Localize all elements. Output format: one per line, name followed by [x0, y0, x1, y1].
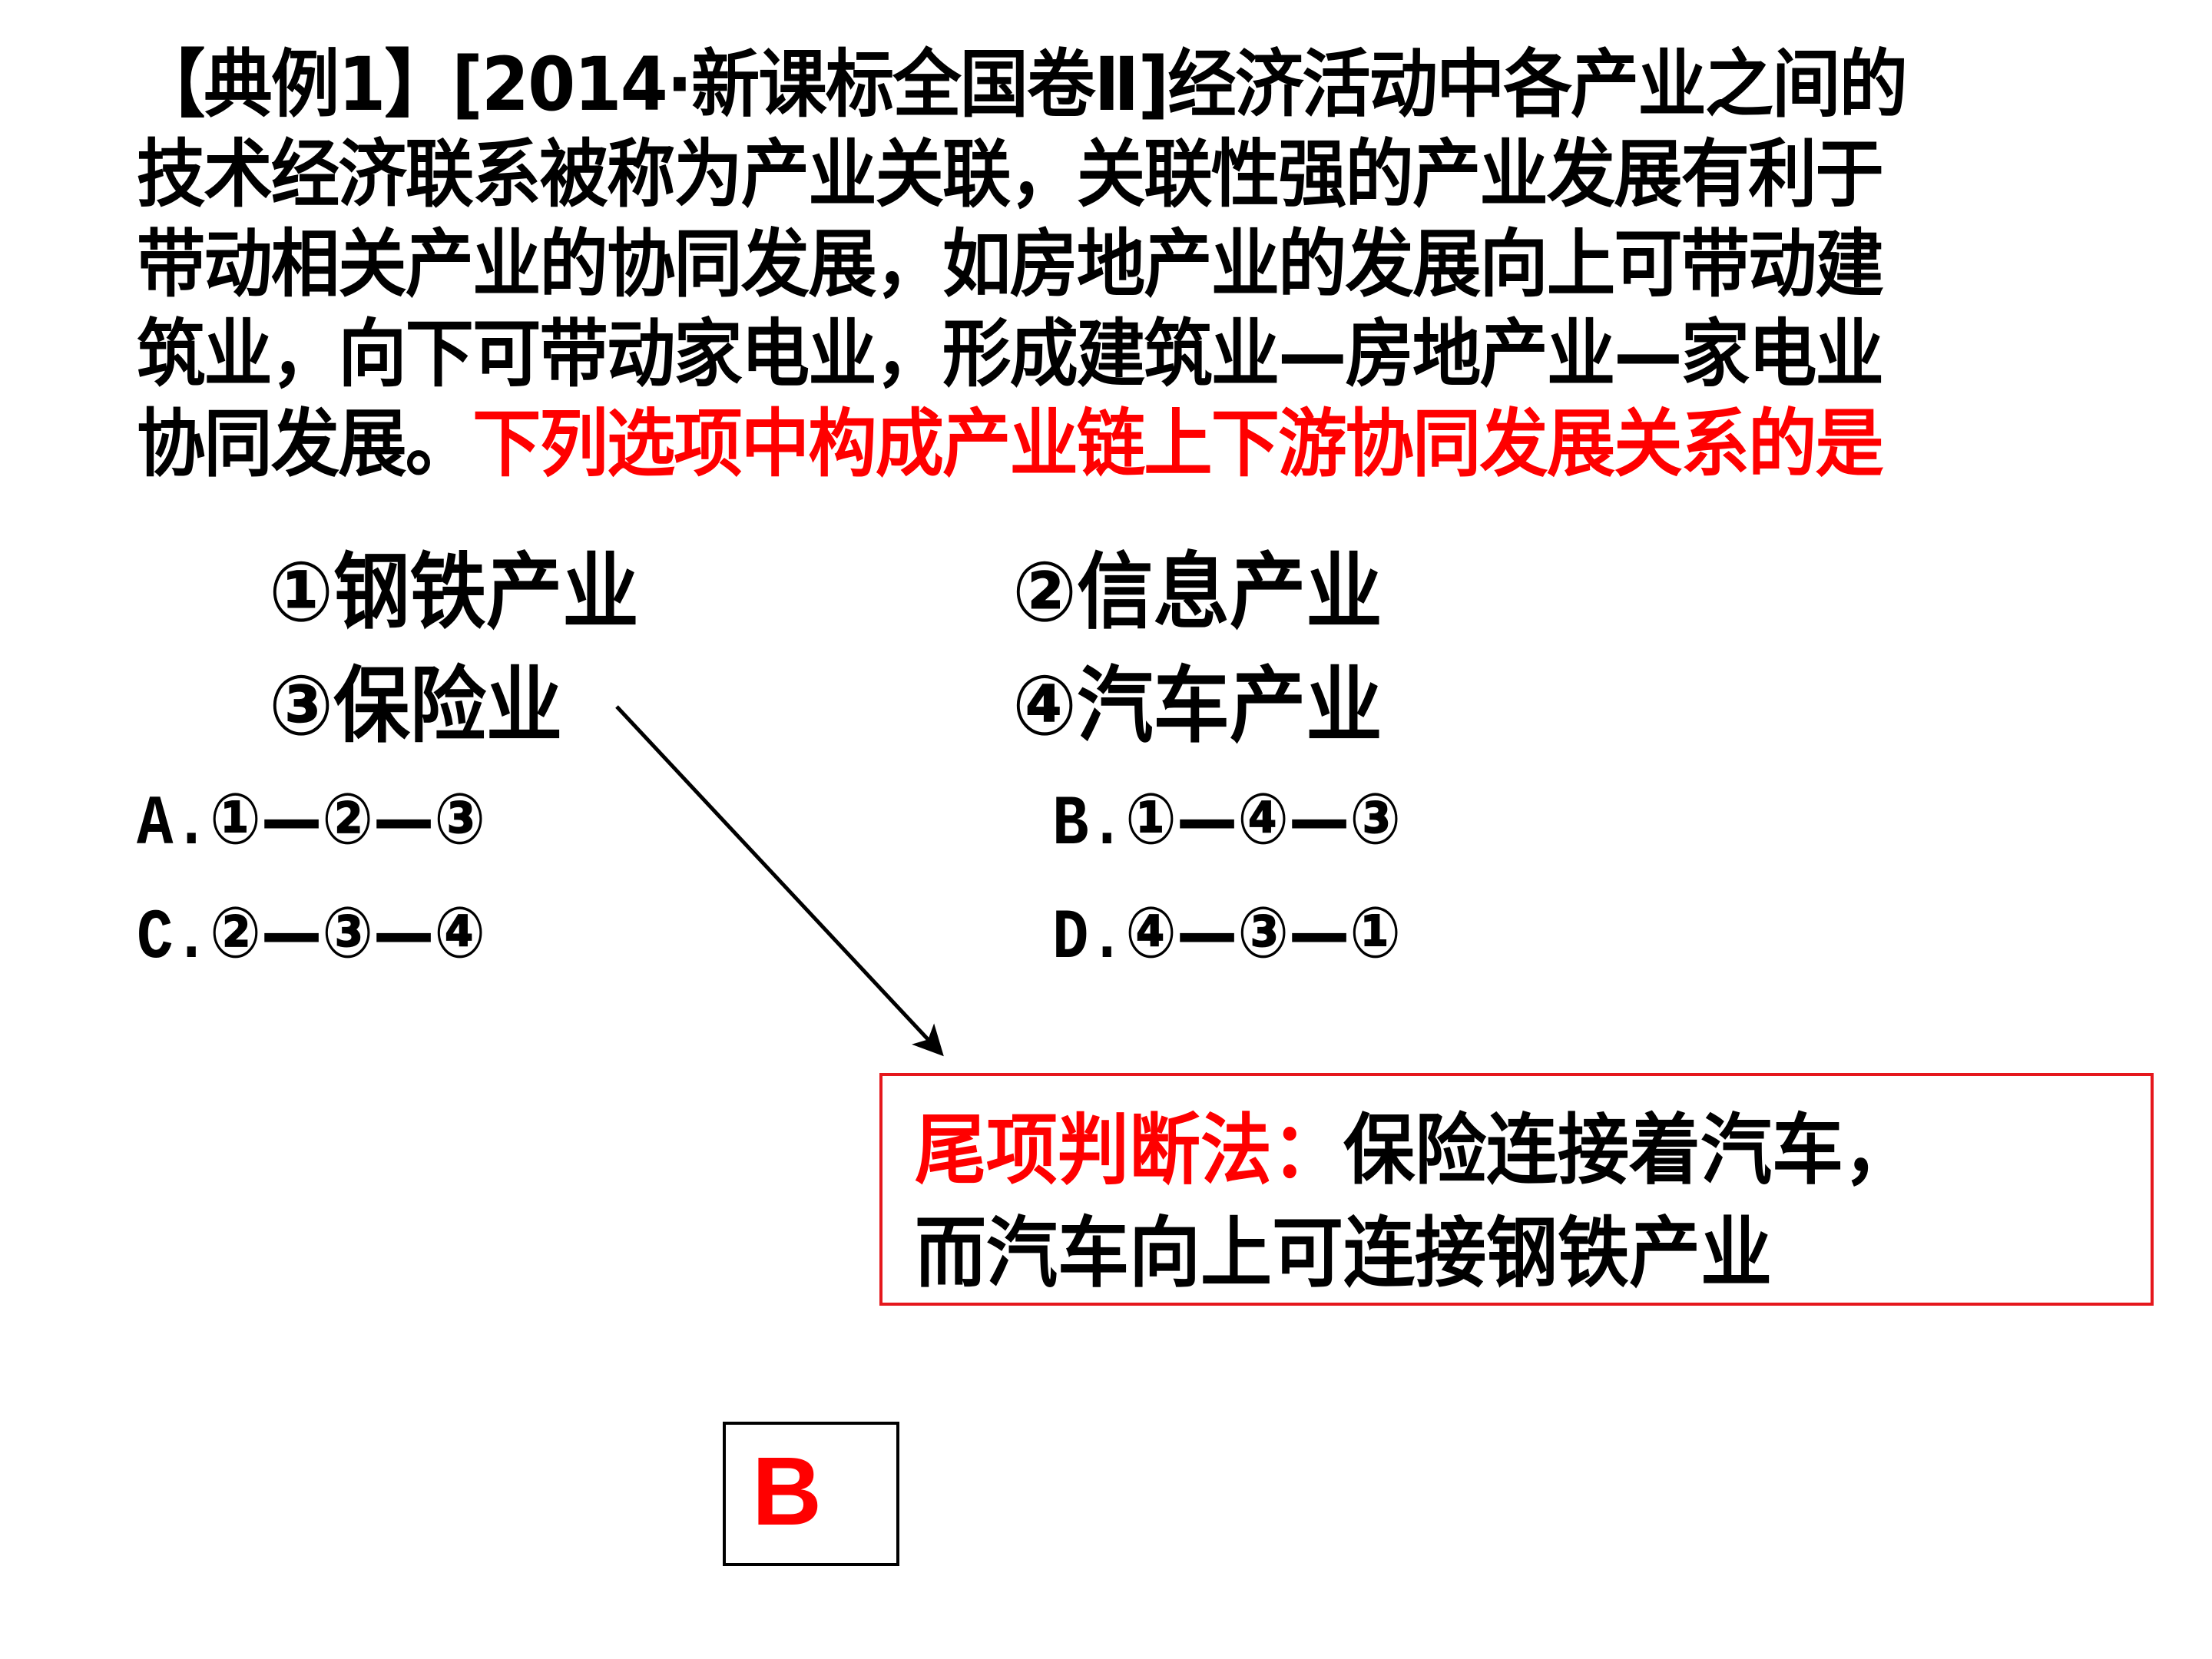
- item-automobile-industry: ④汽车产业: [1012, 661, 1382, 753]
- item-label: 保险业: [333, 658, 563, 754]
- item-insurance-industry: ③保险业: [269, 661, 562, 753]
- item-information-industry: ②信息产业: [1012, 547, 1382, 639]
- option-letter: D.: [1052, 898, 1125, 979]
- option-c[interactable]: C.②—③—④: [137, 891, 485, 981]
- question-prompt-highlight: 下列选项中构成产业链上下游协同发展关系的是: [472, 401, 1884, 487]
- option-a[interactable]: A.①—②—③: [137, 777, 485, 867]
- item-label: 信息产业: [1077, 545, 1382, 641]
- hint-box: 尾项判断法：保险连接着汽车， 而汽车向上可连接钢铁产业: [879, 1073, 2154, 1306]
- option-d[interactable]: D.④—③—①: [1052, 891, 1401, 981]
- item-label: 钢铁产业: [333, 545, 639, 641]
- option-letter: B.: [1052, 784, 1125, 865]
- question-line-5: 协同发展。下列选项中构成产业链上下游协同发展关系的是: [137, 399, 1951, 489]
- hint-title: 尾项判断法：: [915, 1105, 1343, 1195]
- question-line-2: 技术经济联系被称为产业关联，关联性强的产业发展有利于: [137, 131, 1884, 217]
- option-chain: ④—③—①: [1124, 892, 1402, 974]
- answer-letter: B: [752, 1437, 822, 1545]
- item-label: 汽车产业: [1077, 658, 1382, 754]
- option-letter: C.: [137, 898, 210, 979]
- item-steel-industry: ①钢铁产业: [269, 547, 639, 639]
- item-number: ①: [269, 545, 334, 641]
- question-line-4: 筑业，向下可带动家电业，形成建筑业—房地产业—家电业: [137, 311, 1884, 397]
- question-line-5-black: 协同发展。: [137, 401, 474, 487]
- option-letter: A.: [137, 784, 210, 865]
- option-b[interactable]: B.①—④—③: [1052, 777, 1401, 867]
- hint-line-2: 而汽车向上可连接钢铁产业: [915, 1208, 1772, 1298]
- question-line-3: 带动相关产业的协同发展，如房地产业的发展向上可带动建: [137, 221, 1884, 307]
- hint-line-1-rest: 保险连接着汽车，: [1343, 1105, 1915, 1195]
- answer-box: B: [723, 1422, 899, 1566]
- option-chain: ①—④—③: [1124, 778, 1402, 860]
- option-chain: ①—②—③: [209, 778, 486, 860]
- hint-text: 尾项判断法：保险连接着汽车， 而汽车向上可连接钢铁产业: [915, 1099, 1915, 1305]
- question-paragraph: 【典例1】[2014·新课标全国卷Ⅱ]经济活动中各产业之间的 技术经济联系被称为…: [137, 40, 1951, 489]
- question-line-1: 【典例1】[2014·新课标全国卷Ⅱ]经济活动中各产业之间的: [137, 41, 1908, 127]
- item-number: ②: [1012, 545, 1078, 641]
- item-number: ③: [269, 658, 334, 754]
- option-chain: ②—③—④: [209, 892, 486, 974]
- hint-line-1: 尾项判断法：保险连接着汽车，: [915, 1099, 1915, 1202]
- item-number: ④: [1012, 658, 1078, 754]
